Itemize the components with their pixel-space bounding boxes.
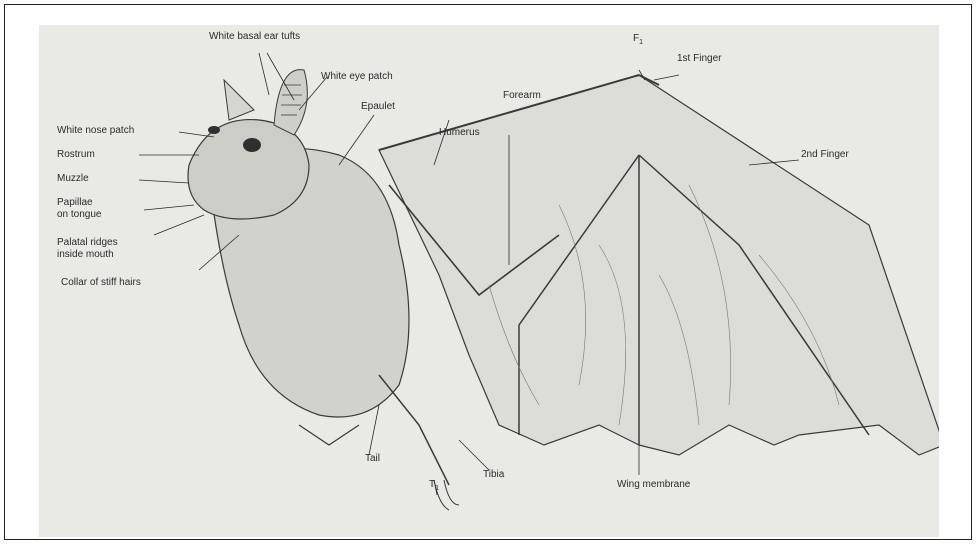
eye xyxy=(243,138,261,152)
label-muzzle: Muzzle xyxy=(57,173,89,184)
label-collar: Collar of stiff hairs xyxy=(61,277,141,288)
label-white-nose-patch: White nose patch xyxy=(57,125,134,136)
label-tibia: Tibia xyxy=(483,469,504,480)
label-1st-finger: 1st Finger xyxy=(677,53,721,64)
label-palatal-line2: inside mouth xyxy=(57,249,114,260)
label-forearm: Forearm xyxy=(503,90,541,101)
figure-frame: White basal ear tufts White eye patch Wh… xyxy=(4,4,972,540)
label-palatal-line1: Palatal ridges xyxy=(57,237,118,248)
label-wing-membrane: Wing membrane xyxy=(617,479,690,490)
label-white-basal-ear-tufts: White basal ear tufts xyxy=(209,31,300,42)
label-2nd-finger: 2nd Finger xyxy=(801,149,849,160)
label-f1-subscript: 1 xyxy=(639,39,643,46)
bat-anatomy-illustration xyxy=(39,25,939,537)
label-f1: F1 xyxy=(633,33,643,48)
label-humerus: Humerus xyxy=(439,127,480,138)
label-t1: T1 xyxy=(429,479,439,494)
label-t1-subscript: 1 xyxy=(435,485,439,492)
label-epaulet: Epaulet xyxy=(361,101,395,112)
label-white-eye-patch: White eye patch xyxy=(321,71,393,82)
label-tail: Tail xyxy=(365,453,380,464)
label-rostrum: Rostrum xyxy=(57,149,95,160)
label-papillae-line1: Papillae xyxy=(57,197,93,208)
nose-patch xyxy=(208,126,220,134)
label-papillae-line2: on tongue xyxy=(57,209,102,220)
